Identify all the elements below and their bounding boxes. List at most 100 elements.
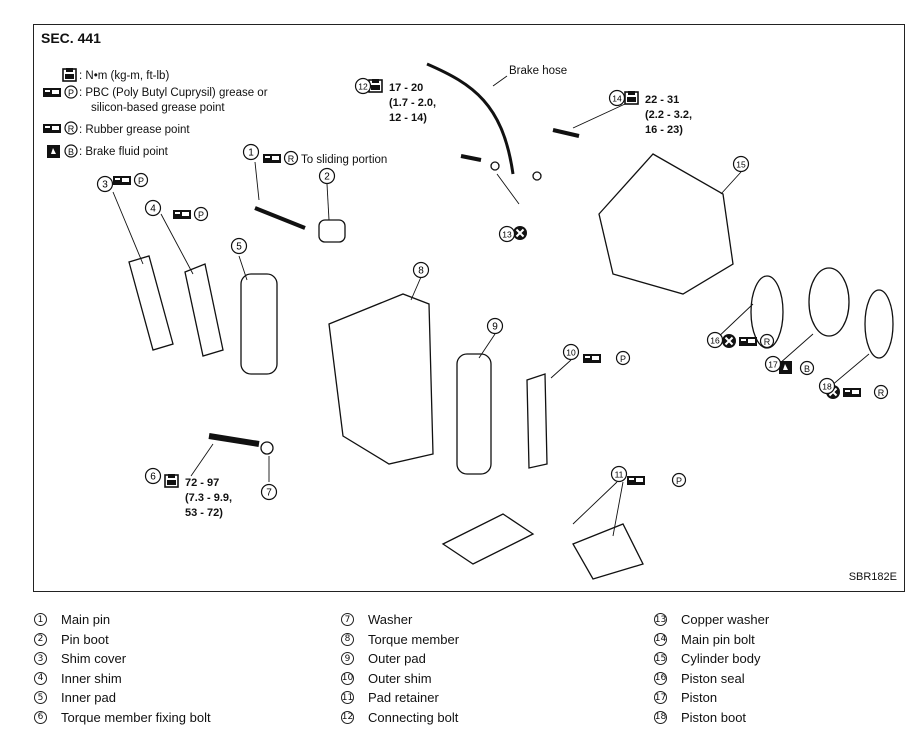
legend-part-name: Shim cover xyxy=(61,651,127,667)
legend-number: 7 xyxy=(341,613,354,627)
svg-text:17: 17 xyxy=(768,360,778,370)
svg-text:P: P xyxy=(198,210,204,220)
svg-text:4: 4 xyxy=(150,204,156,215)
callout-number-4: 4 xyxy=(144,199,162,217)
sliding-portion-note: To sliding portion xyxy=(301,154,387,166)
brake-hose-label: Brake hose xyxy=(509,65,567,77)
callout-number-18: 18 xyxy=(818,377,836,395)
rubber-grease-icon xyxy=(43,124,61,133)
callout-copper-washer-symbols xyxy=(512,225,528,241)
legend-part-name: Pin boot xyxy=(61,631,109,647)
legend-number: 1 xyxy=(34,613,47,627)
torque-icon xyxy=(62,67,77,82)
callout-number-11: 11 xyxy=(610,465,628,483)
callout-number-15: 15 xyxy=(732,155,750,173)
main-pin-drawing xyxy=(254,206,306,230)
svg-text:8: 8 xyxy=(418,266,424,277)
legend-row-7: 7 Washer xyxy=(341,610,459,630)
callout-number-6: 6 xyxy=(144,467,162,485)
callout-shim-cover-symbols: P xyxy=(113,172,149,188)
callout-number-7: 7 xyxy=(260,483,278,501)
legend-number: 16 xyxy=(654,671,667,685)
legend-part-name: Washer xyxy=(368,612,413,628)
svg-text:17 - 20: 17 - 20 xyxy=(389,82,423,94)
callout-number-1: 1 xyxy=(242,143,260,161)
legend-part-name: Pad retainer xyxy=(368,690,439,706)
svg-text:6: 6 xyxy=(150,472,156,483)
legend-number: 15 xyxy=(654,652,667,666)
legend-number: 5 xyxy=(34,691,47,705)
legend-part-name: Outer shim xyxy=(368,670,432,686)
callout-piston-boot-symbols: R xyxy=(825,384,889,400)
legend-row-14: 14 Main pin bolt xyxy=(654,630,769,650)
key-torque: : N•m (kg-m, ft-lb) xyxy=(79,70,169,82)
svg-text:10: 10 xyxy=(566,348,576,358)
svg-text:14: 14 xyxy=(612,94,622,104)
legend-part-name: Piston xyxy=(681,690,718,706)
callout-number-2: 2 xyxy=(318,167,336,185)
svg-text:R: R xyxy=(288,154,295,164)
legend-part-name: Outer pad xyxy=(368,651,426,667)
inner-shim-drawing xyxy=(184,263,224,357)
legend-part-name: Main pin bolt xyxy=(681,631,755,647)
callout-piston-symbols: B xyxy=(779,360,815,376)
callout-inner-shim-symbols: P xyxy=(173,206,209,222)
key-fluid: : Brake fluid point xyxy=(79,146,169,158)
svg-text:R: R xyxy=(68,124,75,134)
section-label: SEC. 441 xyxy=(41,30,101,46)
brake-fluid-icon xyxy=(47,145,60,158)
outer-pad-drawing xyxy=(456,353,492,475)
callout-number-10: 10 xyxy=(562,343,580,361)
svg-text:15: 15 xyxy=(736,160,746,170)
symbol-key: : N•m (kg-m, ft-lb) P : PBC (Poly Butyl … xyxy=(43,67,268,158)
piston-boot-drawing xyxy=(864,289,894,359)
svg-text:2: 2 xyxy=(324,172,330,183)
legend-number: 12 xyxy=(341,710,354,724)
cylinder-body-drawing xyxy=(598,153,734,295)
outer-shim-drawing xyxy=(526,373,548,469)
fluid-circle-icon xyxy=(64,144,78,158)
callout-number-5: 5 xyxy=(230,237,248,255)
legend-part-name: Torque member xyxy=(368,631,460,647)
callout-connecting-bolt-torque: 17 - 20 (1.7 - 2.0, 12 - 14) xyxy=(368,78,436,124)
fixing-bolt-drawing xyxy=(208,433,260,447)
legend-number: 14 xyxy=(654,632,667,646)
shim-cover-drawing xyxy=(128,255,174,351)
legend-part-name: Piston seal xyxy=(681,670,745,686)
piston-drawing xyxy=(808,267,850,337)
pad-retainer-b-drawing xyxy=(572,523,644,580)
inner-pad-drawing xyxy=(240,273,278,375)
legend-number: 18 xyxy=(654,710,667,724)
legend-number: 6 xyxy=(34,710,47,724)
svg-text:B: B xyxy=(68,147,74,157)
svg-text:P: P xyxy=(620,354,626,364)
callout-fixing-bolt-torque: 72 - 97 (7.3 - 9.9, 53 - 72) xyxy=(164,473,232,519)
svg-text:72 - 97: 72 - 97 xyxy=(185,477,219,489)
svg-text:16 - 23): 16 - 23) xyxy=(645,124,683,136)
key-rubber: : Rubber grease point xyxy=(79,124,190,136)
svg-text:3: 3 xyxy=(102,180,108,191)
main-pin-bolt-drawing xyxy=(552,128,580,138)
callout-number-14: 14 xyxy=(608,89,626,107)
svg-text:B: B xyxy=(804,364,810,374)
svg-text:18: 18 xyxy=(822,382,832,392)
callout-number-8: 8 xyxy=(412,261,430,279)
svg-text:R: R xyxy=(878,388,885,398)
connecting-bolt-drawing xyxy=(460,154,482,162)
svg-text:P: P xyxy=(676,476,682,486)
svg-text:12: 12 xyxy=(358,82,368,92)
callout-number-13: 13 xyxy=(498,225,516,243)
